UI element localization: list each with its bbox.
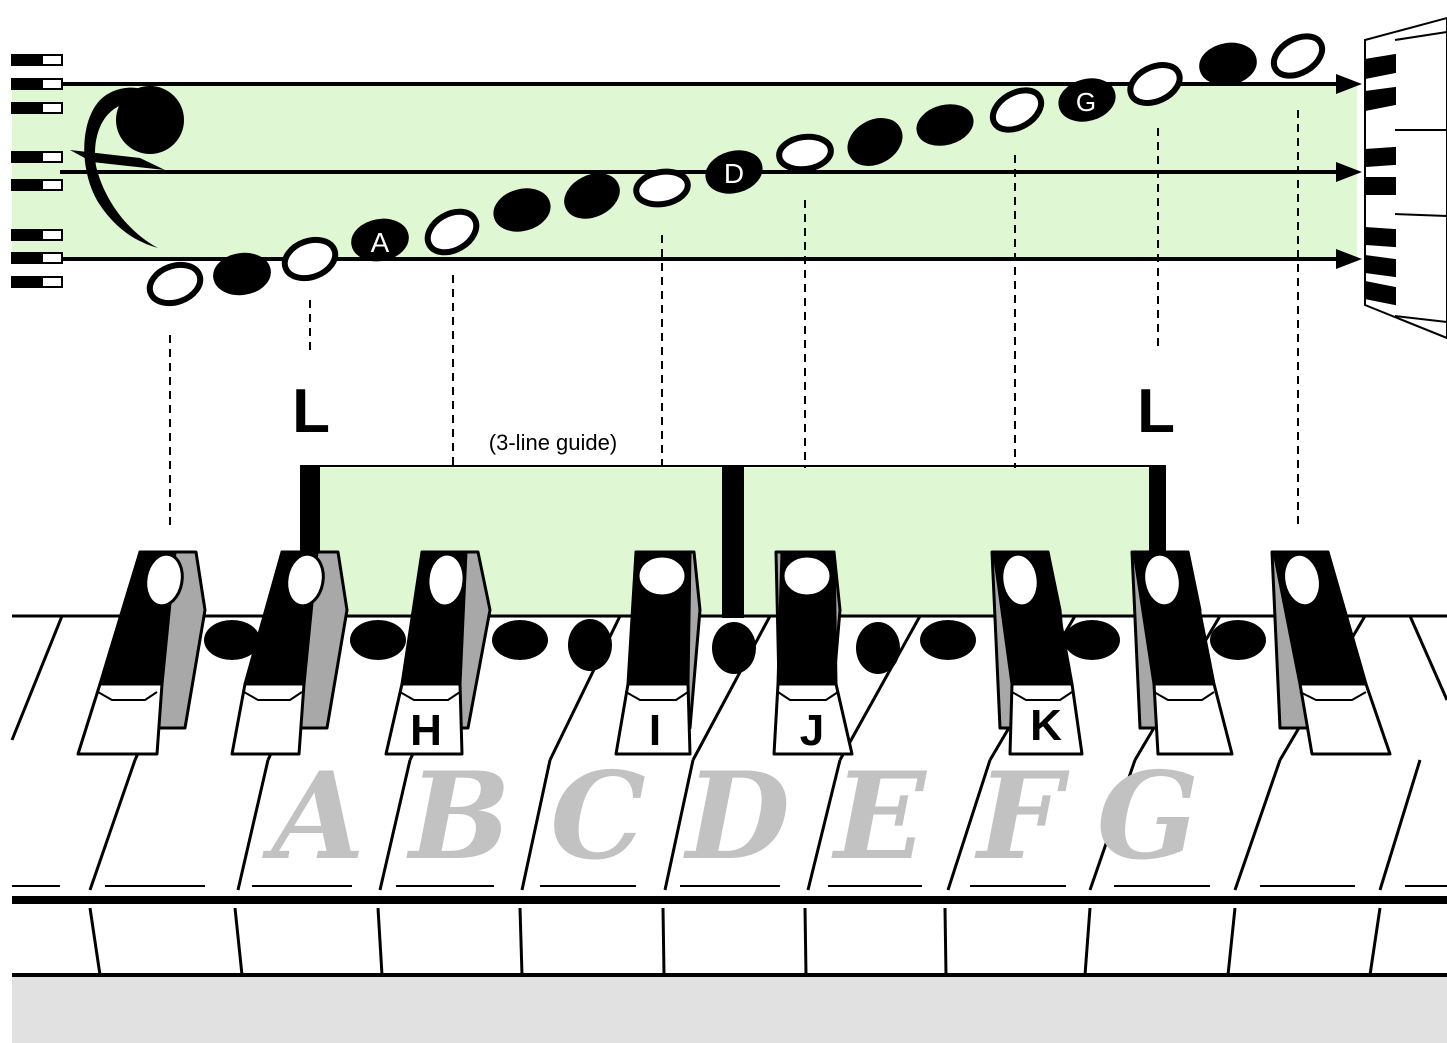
white-key-letter-b: B: [406, 746, 510, 887]
white-key-letter-f: F: [974, 746, 1070, 887]
note-filled: [847, 118, 903, 166]
note-open: [989, 87, 1045, 133]
keyboard-perspective-icon: [1364, 16, 1447, 340]
bass-clef-icon: [70, 86, 184, 248]
note-filled: [1058, 78, 1116, 122]
note-filled: [705, 150, 763, 194]
note-open: [281, 236, 339, 282]
note-open: [424, 208, 480, 256]
keyboard: A B C D E F G: [10, 614, 1447, 977]
black-key-7: [1130, 550, 1234, 756]
black-key-i: [614, 550, 702, 756]
note-open: [1127, 62, 1183, 106]
staff-arrow-top: [1336, 74, 1362, 94]
right-marker: L: [1137, 377, 1175, 446]
note-filled: [1199, 42, 1257, 86]
white-key-letter-a: A: [261, 746, 364, 887]
black-key-label-k: K: [1030, 701, 1062, 750]
white-key-letter-c: C: [550, 746, 646, 887]
note-label-d: D: [724, 158, 744, 189]
black-key-1: [76, 550, 207, 756]
note-open: [1270, 33, 1326, 79]
black-key-label-i: I: [649, 706, 661, 755]
black-key-h: [384, 550, 492, 756]
note-filled: [493, 188, 551, 232]
note-open: [776, 133, 834, 173]
note-filled: [213, 252, 271, 296]
black-key-2: [230, 550, 349, 756]
staff-notes: [146, 33, 1326, 307]
note-label-g: G: [1076, 87, 1096, 117]
white-key-letter-e: E: [831, 746, 927, 887]
white-key-letter-g: G: [1097, 746, 1199, 887]
note-label-a: A: [371, 227, 390, 258]
black-key-label-j: J: [800, 706, 824, 755]
black-key-j: [772, 550, 854, 756]
floor-strip: [12, 975, 1447, 1043]
note-filled: [916, 104, 974, 146]
note-open: [633, 168, 691, 208]
note-filled: [351, 218, 409, 262]
left-marker: L: [292, 377, 330, 446]
white-key-letter-d: D: [683, 746, 790, 887]
black-key-k: [990, 550, 1084, 756]
black-key-8: [1270, 550, 1392, 756]
staff-arrow-bottom: [1336, 249, 1362, 269]
black-keys: [76, 550, 1392, 756]
keyboard-edge-icon: [11, 54, 63, 288]
staff-arrow-middle: [1336, 162, 1362, 182]
note-open: [146, 261, 204, 307]
black-key-label-h: H: [410, 706, 442, 755]
staff: [12, 74, 1362, 269]
note-filled: [564, 173, 620, 219]
guide-caption: (3-line guide): [489, 430, 617, 455]
